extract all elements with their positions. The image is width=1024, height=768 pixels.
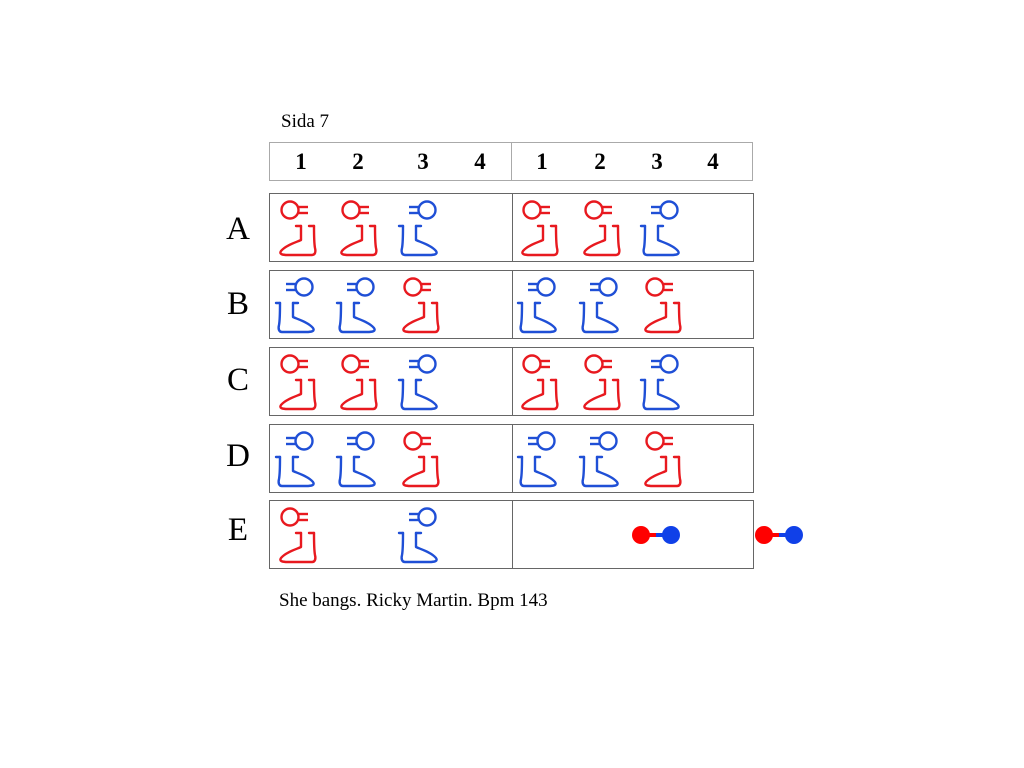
clap-icon <box>630 523 682 547</box>
beat-label: 3 <box>417 149 429 174</box>
right-foot-icon <box>335 429 383 489</box>
right-foot-icon <box>516 429 564 489</box>
clap-icon <box>753 523 805 547</box>
beat-label: 3 <box>651 149 663 174</box>
step-row <box>269 347 754 416</box>
left-foot-icon <box>274 352 322 412</box>
right-foot-icon <box>639 352 687 412</box>
left-foot-icon <box>639 429 687 489</box>
beat-label: 2 <box>594 149 606 174</box>
bar-divider <box>512 271 513 338</box>
bar-divider <box>511 142 512 181</box>
left-foot-icon <box>274 505 322 565</box>
right-foot-icon <box>397 198 445 258</box>
left-foot-icon <box>397 275 445 335</box>
beat-label: 4 <box>474 149 486 174</box>
bar-divider <box>512 425 513 492</box>
page-label: Sida 7 <box>281 111 330 132</box>
step-row <box>269 270 754 339</box>
left-foot-icon <box>639 275 687 335</box>
right-foot-icon <box>397 505 445 565</box>
beat-label: 2 <box>352 149 364 174</box>
caption: She bangs. Ricky Martin. Bpm 143 <box>279 590 548 611</box>
right-foot-icon <box>397 352 445 412</box>
right-foot-icon <box>578 429 626 489</box>
beat-header: 1 2 3 4 1 2 3 4 <box>269 142 753 181</box>
beat-label: 1 <box>536 149 548 174</box>
right-foot-icon <box>578 275 626 335</box>
left-foot-icon <box>578 352 626 412</box>
row-label: B <box>226 286 249 322</box>
left-foot-icon <box>335 198 383 258</box>
left-foot-icon <box>335 352 383 412</box>
bar-divider <box>512 348 513 415</box>
row-label: A <box>226 211 250 247</box>
right-foot-icon <box>274 429 322 489</box>
left-foot-icon <box>578 198 626 258</box>
beat-label: 1 <box>295 149 307 174</box>
right-foot-icon <box>639 198 687 258</box>
left-foot-icon <box>516 352 564 412</box>
beat-label: 4 <box>707 149 719 174</box>
bar-divider <box>512 194 513 261</box>
row-label: D <box>226 438 250 474</box>
step-row <box>269 424 754 493</box>
bar-divider <box>512 501 513 568</box>
step-row <box>269 500 803 569</box>
right-foot-icon <box>516 275 564 335</box>
step-row <box>269 193 754 262</box>
row-label: C <box>226 362 249 398</box>
row-label: E <box>227 512 249 548</box>
right-foot-icon <box>335 275 383 335</box>
left-foot-icon <box>397 429 445 489</box>
left-foot-icon <box>274 198 322 258</box>
left-foot-icon <box>516 198 564 258</box>
right-foot-icon <box>274 275 322 335</box>
